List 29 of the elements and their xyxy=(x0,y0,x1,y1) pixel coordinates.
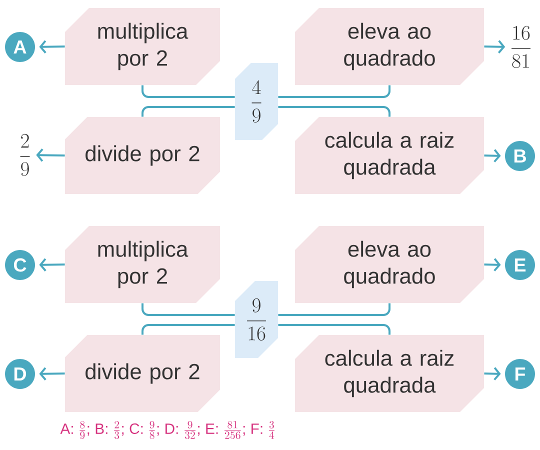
arrow xyxy=(36,148,65,162)
bracket-line xyxy=(142,303,235,316)
bracket-line xyxy=(278,324,390,335)
answer-key: $\text{A: }\frac{8}{9}\text{; B: }\frac{2}{3}\text{; C: }\frac{9}{8}\text{; D: }\frac{9}{32}\text{; E: }\frac{81}{256}\text{; F: }\frac{3}{4}$ xyxy=(60,420,274,440)
bracket-line xyxy=(278,106,390,117)
bracket-line xyxy=(142,106,235,117)
bracket-line xyxy=(278,303,390,316)
number-box: $\frac{9}{16}$ xyxy=(235,281,278,358)
arrow xyxy=(484,149,501,162)
arrow xyxy=(39,367,65,380)
arrow xyxy=(39,258,65,272)
operation-box: eleva ao quadrado xyxy=(295,226,484,303)
number-box: $\frac{4}{9}$ xyxy=(235,63,278,140)
operation-box: multiplica por 2 xyxy=(65,8,220,85)
operation-box: calcula a raiz quadrada xyxy=(295,335,484,412)
operation-box: divide por 2 xyxy=(65,335,220,412)
result-fraction: $\frac{2}{9}$ xyxy=(20,134,30,176)
operation-box: eleva ao quadrado xyxy=(295,8,484,85)
bracket-line xyxy=(278,85,390,98)
arrow xyxy=(484,258,501,272)
arrow xyxy=(39,40,65,54)
operation-box: divide por 2 xyxy=(65,117,220,194)
operation-box: multiplica por 2 xyxy=(65,226,220,303)
operation-box: calcula a raiz quadrada xyxy=(295,117,484,194)
result-fraction: $\frac{16}{81}$ xyxy=(512,26,530,68)
bracket-line xyxy=(142,85,235,98)
bracket-line xyxy=(142,324,235,335)
arrow xyxy=(484,40,506,54)
arrow xyxy=(484,367,501,380)
